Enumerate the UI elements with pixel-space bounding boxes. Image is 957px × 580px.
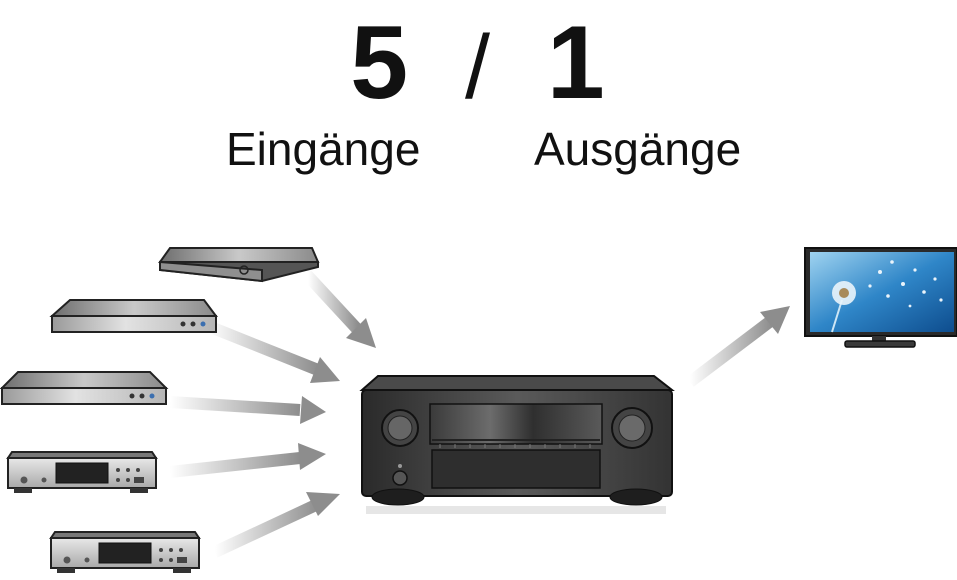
outputs-label: Ausgänge (534, 123, 742, 175)
tv-icon (804, 247, 957, 348)
dandelion-image (831, 260, 943, 333)
arrow-source-4 (169, 443, 326, 478)
output-arrow (686, 306, 790, 387)
outputs-count: 1 (546, 5, 607, 121)
cd-player-icon (49, 531, 201, 573)
av-receiver-icon (359, 375, 675, 514)
inputs-count: 5 (350, 5, 411, 121)
blu-ray-player-icon (49, 299, 218, 333)
dvd-player-icon (0, 371, 169, 405)
input-arrows (169, 270, 376, 558)
arrow-source-2 (205, 320, 340, 383)
arrow-source-3 (169, 396, 326, 424)
io-ratio-title: 5 / 1 (0, 8, 957, 123)
streaming-box-icon (158, 247, 320, 283)
arrow-source-5 (212, 492, 340, 558)
ratio-separator: / (464, 18, 492, 118)
cd-player-icon (6, 451, 158, 493)
inputs-label: Eingänge (226, 123, 421, 175)
arrow-source-1 (302, 270, 376, 348)
